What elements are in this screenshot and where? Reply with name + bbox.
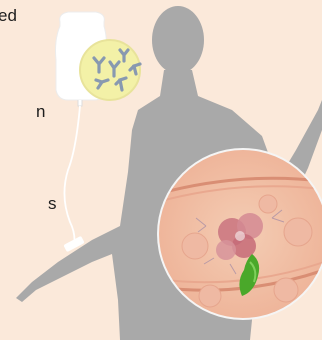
antibody-icon: [80, 40, 140, 100]
